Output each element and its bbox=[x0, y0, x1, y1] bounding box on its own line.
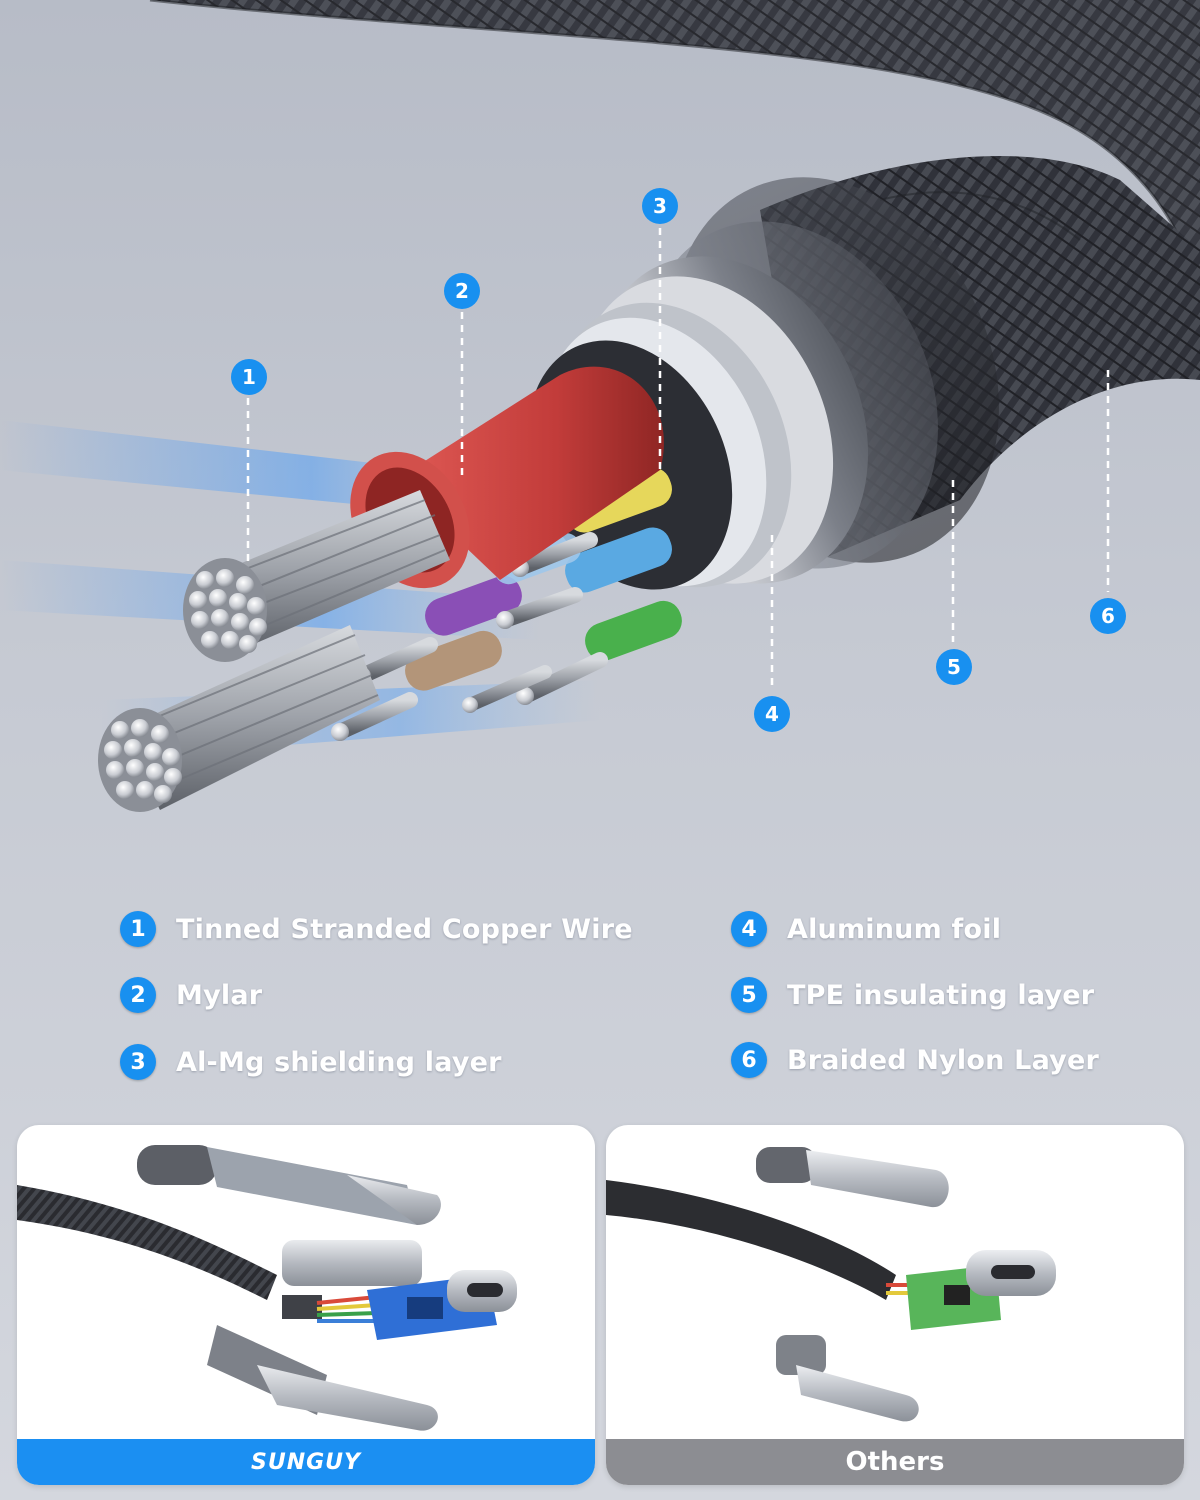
legend-label-3: Al-Mg shielding layer bbox=[176, 1046, 502, 1078]
marker-1: 1 bbox=[231, 359, 267, 395]
marker-2: 2 bbox=[444, 273, 480, 309]
signal-wires bbox=[331, 467, 682, 741]
legend-label-2: Mylar bbox=[176, 979, 263, 1011]
marker-3-number: 3 bbox=[653, 194, 667, 218]
legend-badge-1: 1 bbox=[120, 911, 156, 947]
marker-5: 5 bbox=[936, 649, 972, 685]
legend-badge-4: 4 bbox=[731, 911, 767, 947]
brand-label: SUNGUY bbox=[17, 1439, 595, 1485]
marker-4: 4 bbox=[754, 696, 790, 732]
others-connector-exploded-illustration bbox=[606, 1147, 1056, 1422]
marker-4-number: 4 bbox=[765, 702, 779, 726]
legend-item-4: 4 Aluminum foil bbox=[731, 907, 1001, 951]
copper-strand-bundle-lower bbox=[98, 625, 380, 812]
leader-lines bbox=[246, 228, 1110, 690]
legend-item-3: 3 Al-Mg shielding layer bbox=[120, 1040, 502, 1084]
legend-badge-3: 3 bbox=[120, 1044, 156, 1080]
legend-item-1: 1 Tinned Stranded Copper Wire bbox=[120, 907, 633, 951]
others-comparison-panel: Others bbox=[606, 1125, 1184, 1485]
marker-6: 6 bbox=[1090, 598, 1126, 634]
legend-label-4: Aluminum foil bbox=[787, 913, 1002, 945]
marker-5-number: 5 bbox=[947, 655, 961, 679]
others-label: Others bbox=[606, 1439, 1184, 1485]
legend-badge-2: 2 bbox=[120, 977, 156, 1013]
marker-6-number: 6 bbox=[1101, 604, 1115, 628]
legend-badge-6: 6 bbox=[731, 1042, 767, 1078]
cable-cross-section-illustration: 1 2 3 4 5 6 bbox=[0, 0, 1200, 812]
legend-item-6: 6 Braided Nylon Layer bbox=[731, 1038, 1099, 1082]
legend-label-6: Braided Nylon Layer bbox=[787, 1044, 1099, 1076]
brand-connector-exploded-illustration bbox=[17, 1145, 517, 1431]
marker-3: 3 bbox=[642, 188, 678, 224]
marker-2-number: 2 bbox=[455, 279, 469, 303]
legend-item-5: 5 TPE insulating layer bbox=[731, 973, 1094, 1017]
legend-label-5: TPE insulating layer bbox=[787, 979, 1095, 1011]
legend-item-2: 2 Mylar bbox=[120, 973, 262, 1017]
brand-comparison-panel: SUNGUY bbox=[17, 1125, 595, 1485]
legend-badge-5: 5 bbox=[731, 977, 767, 1013]
copper-strand-bundle-upper bbox=[183, 490, 450, 662]
layer-legend: 1 Tinned Stranded Copper Wire 2 Mylar 3 … bbox=[0, 905, 1200, 1105]
marker-1-number: 1 bbox=[242, 365, 256, 389]
legend-label-1: Tinned Stranded Copper Wire bbox=[176, 913, 633, 945]
